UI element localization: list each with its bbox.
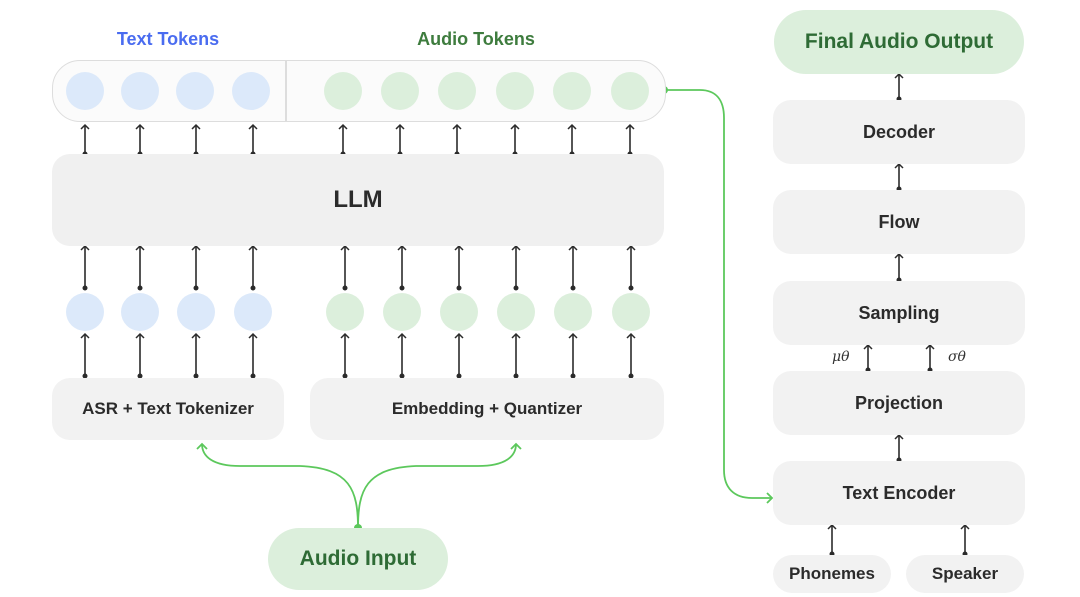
output-text-token [232, 72, 270, 110]
arrow-tail-dot [193, 373, 199, 379]
asr-text-tokenizer-label: ASR + Text Tokenizer [82, 399, 254, 418]
arrow-tail-dot [342, 285, 348, 291]
output-audio-token [496, 72, 534, 110]
arrow-tail-dot [570, 285, 576, 291]
arrow-tail-dot [137, 373, 143, 379]
final-audio-output-label: Final Audio Output [804, 30, 994, 53]
arrow-tail-dot [513, 373, 519, 379]
arrow-tail-dot [513, 285, 519, 291]
mu-theta-label: μθ [832, 349, 850, 365]
arrow-tail-dot [193, 285, 199, 291]
input-audio-token [497, 293, 535, 331]
arrow-tail-dot [628, 285, 634, 291]
audio-input-label: Audio Input [299, 547, 417, 570]
arrow-tail-dot [456, 373, 462, 379]
embedding-quantizer-box: Embedding + Quantizer [310, 378, 664, 440]
final-audio-output-box: Final Audio Output [774, 10, 1024, 74]
speaker-box: Speaker [906, 555, 1024, 593]
sigma-theta-label: σθ [948, 349, 966, 365]
token-divider [285, 61, 287, 121]
phonemes-label: Phonemes [789, 564, 875, 583]
input-audio-token [383, 293, 421, 331]
phonemes-box: Phonemes [773, 555, 891, 593]
output-text-token [66, 72, 104, 110]
input-text-token [177, 293, 215, 331]
llm-label: LLM [333, 186, 383, 213]
arrow-tail-dot [399, 285, 405, 291]
arrow-tail-dot [570, 373, 576, 379]
speaker-label: Speaker [931, 564, 999, 583]
arrow-tail-dot [342, 373, 348, 379]
output-audio-token [611, 72, 649, 110]
arrow-tail-dot [628, 373, 634, 379]
text-encoder-label: Text Encoder [842, 482, 956, 503]
text-encoder-box: Text Encoder [773, 461, 1025, 525]
arrow-tail-dot [137, 285, 143, 291]
sampling-label: Sampling [858, 302, 940, 323]
audio-input-connector [196, 442, 522, 532]
output-audio-token [324, 72, 362, 110]
tokens-to-text-encoder-connector [660, 86, 774, 504]
flow-arrows [80, 72, 970, 557]
arrow-tail-dot [82, 285, 88, 291]
output-audio-token [553, 72, 591, 110]
flow-box: Flow [773, 190, 1025, 254]
input-text-token [234, 293, 272, 331]
arrow-tail-dot [82, 373, 88, 379]
projection-label: Projection [854, 392, 943, 413]
arrow-tail-dot [250, 285, 256, 291]
input-text-token [121, 293, 159, 331]
input-text-token [66, 293, 104, 331]
llm-block: LLM [52, 154, 664, 246]
input-audio-token [612, 293, 650, 331]
output-audio-token [438, 72, 476, 110]
arrow-tail-dot [399, 373, 405, 379]
output-audio-token [381, 72, 419, 110]
decoder-label: Decoder [862, 121, 936, 142]
flow-label: Flow [878, 211, 920, 232]
asr-text-tokenizer-box: ASR + Text Tokenizer [52, 378, 284, 440]
input-audio-token [326, 293, 364, 331]
audio-tokens-header: Audio Tokens [417, 29, 535, 49]
embedding-quantizer-label: Embedding + Quantizer [391, 399, 583, 418]
output-text-token [176, 72, 214, 110]
output-text-token [121, 72, 159, 110]
arrow-tail-dot [250, 373, 256, 379]
projection-box: Projection [773, 371, 1025, 435]
arrow-tail-dot [456, 285, 462, 291]
input-audio-token [554, 293, 592, 331]
input-audio-token [440, 293, 478, 331]
decoder-box: Decoder [773, 100, 1025, 164]
sampling-box: Sampling [773, 281, 1025, 345]
text-tokens-header: Text Tokens [116, 29, 220, 49]
audio-input-box: Audio Input [268, 528, 448, 590]
